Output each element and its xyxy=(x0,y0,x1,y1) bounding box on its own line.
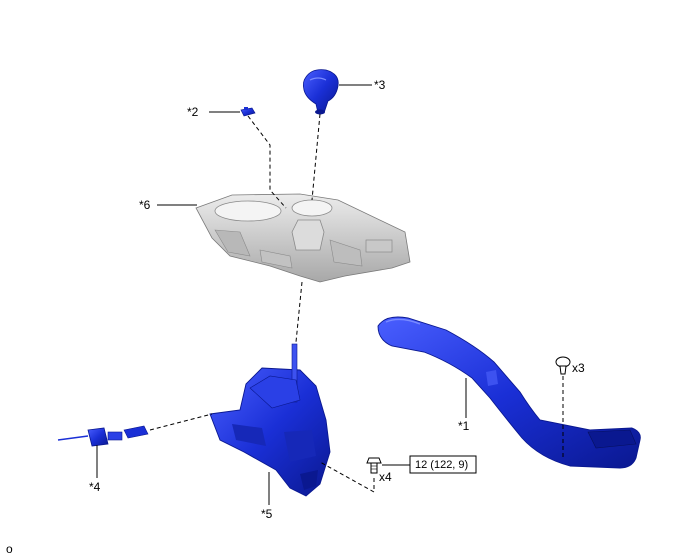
corner-mark: o xyxy=(6,542,13,556)
guide-panel-to-lever xyxy=(295,281,303,343)
label-part-6: *6 xyxy=(139,198,151,212)
bolt-part xyxy=(366,457,382,474)
torque-spec-text: 12 (122, 9) xyxy=(415,459,468,471)
label-part-5: *5 xyxy=(261,507,273,521)
shift-knob-part xyxy=(302,69,339,115)
guide-cable-to-lever xyxy=(149,413,213,431)
clip-quantity-label: x3 xyxy=(572,361,585,375)
bolt-quantity-label: x4 xyxy=(379,470,392,484)
callout-labels: *2 *3 *6 *1 *4 *5 x3 x4 o xyxy=(6,78,585,556)
guide-knob-to-lever xyxy=(311,113,321,201)
label-part-2: *2 xyxy=(187,105,199,119)
label-part-4: *4 xyxy=(89,480,101,494)
shift-cable-part xyxy=(57,425,149,447)
guide-bolt-to-lever xyxy=(319,461,375,493)
push-clip-part xyxy=(555,356,571,375)
label-part-3: *3 xyxy=(374,78,386,92)
torque-spec-box: 12 (122, 9) xyxy=(409,455,477,474)
air-duct-part xyxy=(377,316,641,469)
console-upper-panel-part xyxy=(195,193,411,283)
label-part-1: *1 xyxy=(458,419,470,433)
guide-clip2-to-panel xyxy=(247,115,287,209)
small-clip-part xyxy=(240,107,256,117)
dashed-guide-lines xyxy=(149,113,564,493)
shift-lever-assembly-part xyxy=(209,343,331,497)
leader-lines xyxy=(96,84,467,505)
